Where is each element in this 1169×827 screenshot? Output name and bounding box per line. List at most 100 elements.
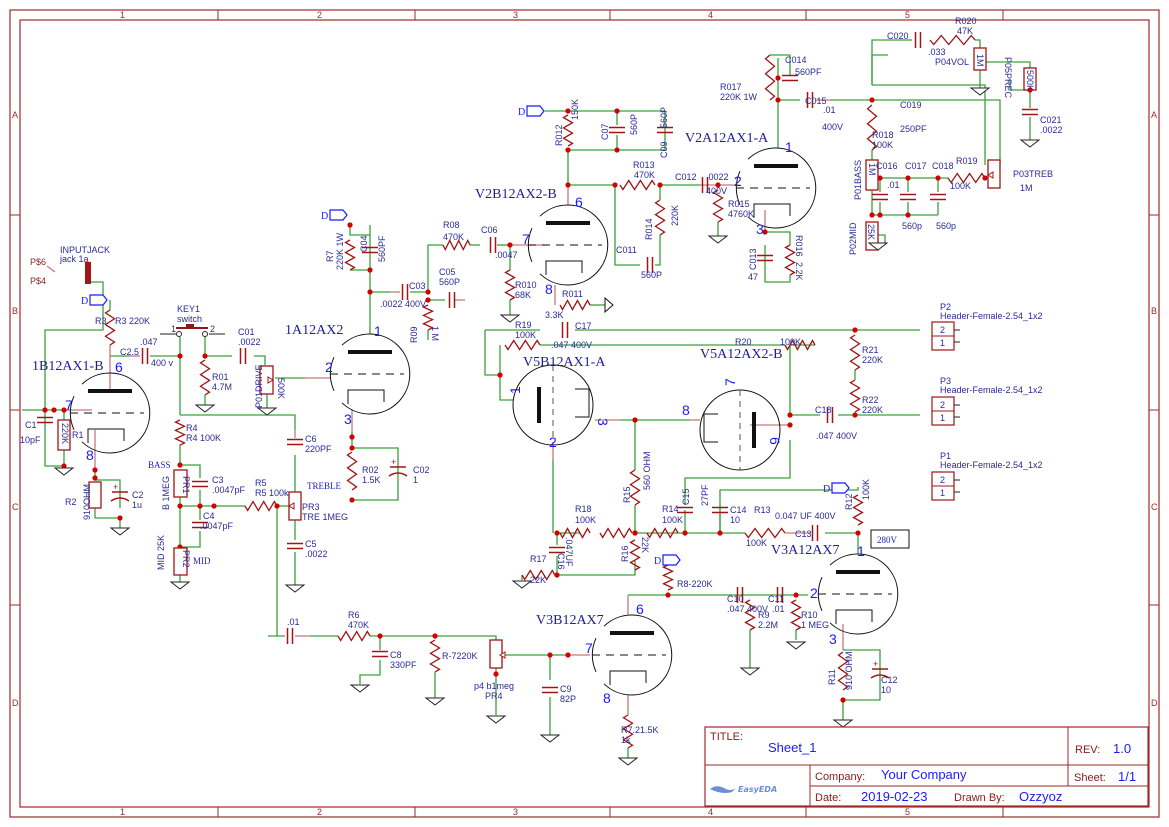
sheet-label: Sheet:	[1074, 772, 1106, 784]
wire	[484, 330, 500, 376]
wire	[872, 84, 986, 165]
component-label: 560P	[641, 270, 662, 280]
junction-dot	[547, 652, 553, 658]
wire	[655, 235, 661, 266]
junction-dot	[349, 434, 355, 440]
component-label: 82P	[560, 694, 576, 704]
wire	[556, 556, 636, 576]
wire	[351, 432, 399, 501]
tube-cathode	[87, 428, 125, 443]
component-label: 1M	[1020, 183, 1033, 193]
net-flag-label: D	[654, 556, 661, 567]
component-label: 4760K	[728, 209, 754, 219]
component-label: C8	[390, 650, 402, 660]
potentiometer-wiper	[499, 651, 506, 659]
vacuum-tube-icon	[699, 389, 781, 471]
pin-number: 3	[344, 411, 352, 427]
component-label: P05PREC	[1003, 57, 1013, 99]
junction-dot	[869, 212, 875, 218]
input-jack-icon	[85, 262, 91, 284]
junction-dot	[565, 147, 571, 153]
component-label: PR1	[181, 476, 191, 494]
component-label: C3	[212, 475, 224, 485]
junction-dot	[565, 652, 571, 658]
potentiometer-wiper	[288, 502, 295, 510]
wire	[204, 337, 232, 357]
component-label: C4	[203, 511, 215, 521]
junction-dot	[177, 462, 183, 468]
resistor	[619, 179, 656, 191]
net-label: BASS	[148, 460, 171, 470]
component-label: R19	[515, 320, 532, 330]
pin-number: 6	[575, 194, 583, 210]
pin-number: 2	[734, 173, 742, 189]
wire	[180, 414, 296, 430]
resistor	[489, 639, 503, 669]
component-label: MID 25K	[156, 535, 166, 570]
junction-dot	[274, 503, 280, 509]
junction-dot	[367, 267, 373, 273]
plus-sign: +	[391, 457, 396, 467]
component-label: P03TREB	[1013, 169, 1053, 179]
wire	[370, 635, 497, 640]
date-value: 2019-02-23	[861, 789, 928, 804]
component-label: R019	[956, 156, 978, 166]
resistor	[504, 339, 541, 351]
resistor	[442, 239, 471, 251]
component-label: C017	[905, 161, 927, 171]
component-label: C09	[659, 141, 669, 158]
component-label: R020	[955, 16, 977, 26]
wire	[22, 281, 104, 411]
component-label: R22	[862, 395, 879, 405]
row-label: A	[12, 110, 18, 120]
voltage-label: 280V	[877, 535, 898, 545]
wire	[359, 660, 381, 684]
component-label: 1	[413, 475, 418, 485]
row-label: B	[1151, 306, 1157, 316]
component-label: 1 M	[430, 326, 440, 341]
net-flag-label: D	[823, 484, 830, 495]
component-label: R015	[728, 199, 750, 209]
row-label: D	[1151, 698, 1158, 708]
column-label: 1	[120, 807, 125, 817]
junction-dot	[632, 417, 638, 423]
component-label: R018	[872, 130, 894, 140]
component-label: C12	[881, 675, 898, 685]
component-label: C021	[1040, 115, 1062, 125]
component-label: 560 OHM	[642, 451, 652, 490]
ground-icon	[256, 407, 278, 416]
junction-dot	[497, 372, 503, 378]
pin-number: 1	[374, 323, 382, 339]
component-label: 500K	[1025, 70, 1035, 91]
component-label: C18	[815, 405, 832, 415]
tube-label: V3A12AX7	[771, 543, 839, 558]
labels: DDD280V21P2Header-Female-2.54_1x221P3Hea…	[20, 16, 1063, 745]
resistor	[661, 564, 675, 591]
component-label: C07	[600, 123, 610, 140]
resistor	[599, 527, 633, 539]
resistor	[421, 304, 435, 331]
component-label: 150K	[570, 99, 580, 120]
component-label: R14	[662, 504, 679, 514]
wire	[180, 531, 201, 548]
junction-dot	[982, 175, 988, 181]
junction-dot	[177, 353, 183, 359]
resistor	[784, 339, 816, 351]
junction-dot	[682, 530, 688, 536]
net-label: INPUTJACK	[60, 245, 110, 255]
component-label: 330PF	[390, 660, 417, 670]
connector-ref: P1	[940, 451, 951, 461]
junction-dot	[717, 530, 723, 536]
junction-dot	[787, 422, 793, 428]
component-label: 100K	[575, 515, 596, 525]
component-label: C5	[305, 539, 317, 549]
ground-icon	[169, 581, 191, 590]
component-label: .047UF	[564, 537, 574, 567]
tube-label: 1B12AX1-B	[32, 359, 104, 374]
tube-label: V5A12AX2-B	[700, 347, 782, 362]
column-label: 4	[708, 807, 713, 817]
junction-dot	[493, 671, 499, 677]
date-label: Date:	[815, 792, 841, 804]
junction-dot	[202, 353, 208, 359]
component-label: .0022	[238, 337, 261, 347]
